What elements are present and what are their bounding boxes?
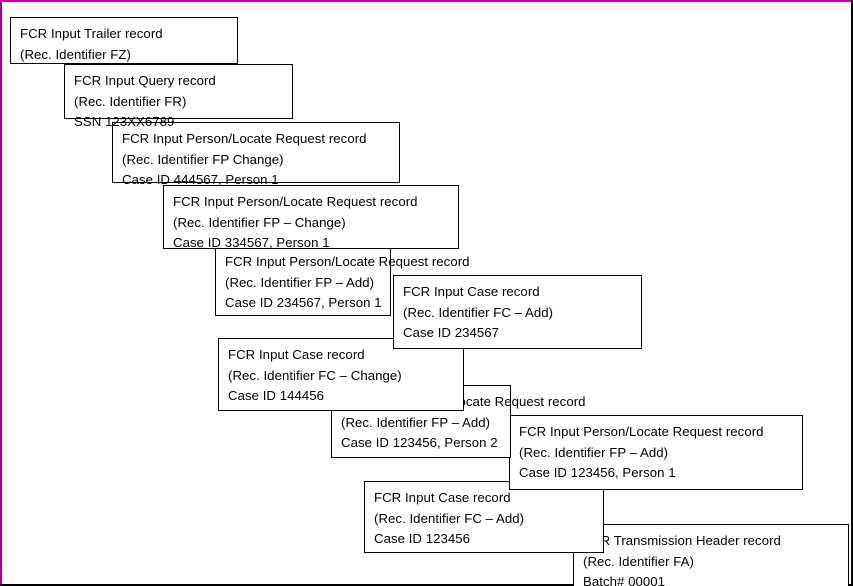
input-person-locate-request-123456-person-2-line-2: (Rec. Identifier FP – Add): [341, 414, 491, 430]
input-query-record-line-2: (Rec. Identifier FR): [74, 93, 187, 109]
input-case-record-234567-line-2: (Rec. Identifier FC – Add): [403, 304, 554, 320]
input-case-record-144456: FCR Input Case record (Rec. Identifier FC…: [218, 338, 464, 411]
input-person-locate-request-123456-person-1: FCR Input Person/Locate Request record (R…: [509, 415, 803, 490]
input-trailer-record-line-1: FCR Input Trailer record: [20, 26, 163, 41]
input-person-locate-request-334567: FCR Input Person/Locate Request record (R…: [163, 185, 459, 250]
input-case-record-144456-line-2: (Rec. Identifier FC – Change): [228, 367, 402, 383]
frame-top-edge: [0, 0, 853, 2]
input-person-locate-request-334567-line-2: (Rec. Identifier FP – Change): [173, 214, 346, 230]
input-person-locate-request-123456-person-1-line-2: (Rec. Identifier FP – Add): [519, 444, 669, 460]
input-case-record-234567: FCR Input Case record (Rec. Identifier FC…: [393, 275, 642, 349]
frame-left-edge: [0, 0, 2, 586]
input-person-locate-request-444567-line-3: Case ID 444567, Person 1: [122, 172, 279, 187]
transmission-header-record-line-1: FCR Transmission Header record: [583, 533, 781, 548]
input-trailer-record-line-2: (Rec. Identifier FZ): [20, 46, 131, 62]
input-person-locate-request-123456-person-1-line-3: Case ID 123456, Person 1: [519, 465, 676, 480]
input-person-locate-request-444567-line-2: (Rec. Identifier FP Change): [122, 151, 284, 167]
input-person-locate-request-334567-line-1: FCR Input Person/Locate Request record: [173, 194, 418, 209]
input-case-record-144456-line-3: Case ID 144456: [228, 388, 325, 403]
input-person-locate-request-123456-person-2-line-3: Case ID 123456, Person 2: [341, 435, 498, 450]
input-trailer-record: FCR Input Trailer record (Rec. Identifier…: [10, 17, 238, 64]
input-person-locate-request-234567-line-1: FCR Input Person/Locate Request record: [225, 254, 470, 269]
input-case-record-144456-line-1: FCR Input Case record: [228, 347, 365, 362]
input-person-locate-request-123456-person-1-line-1: FCR Input Person/Locate Request record: [519, 424, 764, 439]
input-query-record-line-3: SSN 123XX6789: [74, 114, 175, 129]
input-case-record-123456-line-3: Case ID 123456: [374, 531, 471, 546]
input-case-record-234567-line-1: FCR Input Case record: [403, 284, 540, 299]
input-case-record-123456: FCR Input Case record (Rec. Identifier FC…: [364, 481, 604, 553]
input-person-locate-request-444567: FCR Input Person/Locate Request record (R…: [112, 122, 400, 187]
input-person-locate-request-444567-line-1: FCR Input Person/Locate Request record: [122, 131, 367, 146]
input-case-record-234567-line-3: Case ID 234567: [403, 325, 500, 340]
input-case-record-123456-line-2: (Rec. Identifier FC – Add): [374, 510, 525, 526]
input-person-locate-request-234567-line-3: Case ID 234567, Person 1: [225, 295, 382, 310]
transmission-header-record-line-2: (Rec. Identifier FA): [583, 553, 694, 569]
input-person-locate-request-334567-line-3: Case ID 334567, Person 1: [173, 235, 330, 250]
input-case-record-123456-line-1: FCR Input Case record: [374, 490, 511, 505]
transmission-header-record-line-3: Batch# 00001: [583, 574, 665, 586]
input-query-record: FCR Input Query record (Rec. Identifier F…: [64, 64, 293, 129]
input-person-locate-request-234567-line-2: (Rec. Identifier FP – Add): [225, 274, 375, 290]
input-person-locate-request-234567: FCR Input Person/Locate Request record (R…: [215, 245, 470, 316]
transmission-header-record: FCR Transmission Header record (Rec. Iden…: [573, 524, 849, 586]
input-query-record-line-1: FCR Input Query record: [74, 73, 216, 88]
